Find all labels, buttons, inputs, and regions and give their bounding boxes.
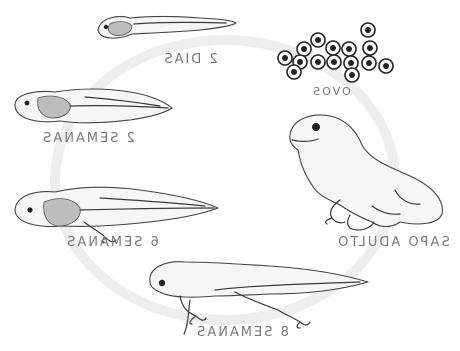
label-6-weeks: 6 SEMANAS: [65, 235, 159, 250]
froglet-8-weeks: [150, 262, 368, 334]
label-8-weeks: 8 SEMANAS: [195, 325, 289, 340]
tadpole-2-days: [98, 17, 236, 39]
label-adult-toad: SAPO ADULTO: [336, 235, 450, 250]
tadpole-2-weeks: [15, 89, 172, 123]
label-2-days: 2 DIAS: [162, 52, 217, 67]
label-2-weeks: 2 SEMANAS: [41, 131, 135, 146]
label-eggs: OVOS: [311, 85, 350, 98]
tadpole-6-weeks: [15, 187, 218, 242]
adult-toad: [290, 115, 443, 230]
